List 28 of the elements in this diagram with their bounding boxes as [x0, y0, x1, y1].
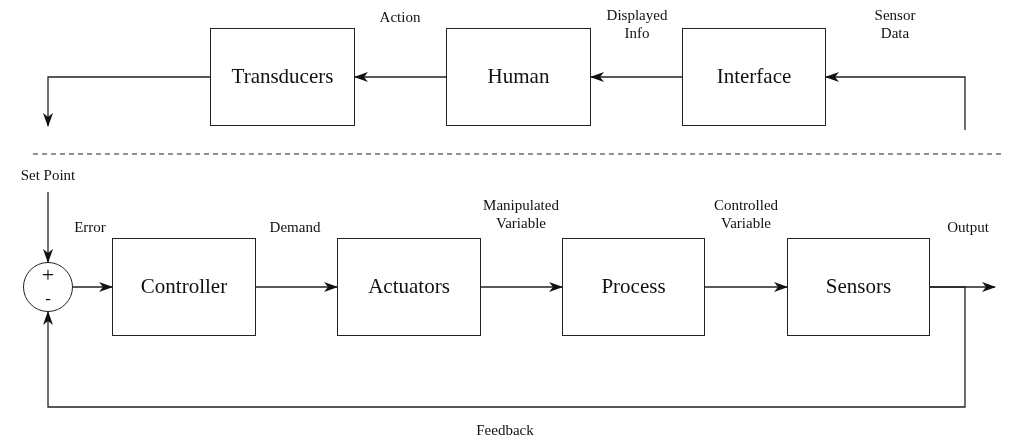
process-box	[682, 28, 826, 126]
process-box	[446, 28, 591, 126]
process-box	[112, 238, 256, 336]
summing-junction	[23, 262, 73, 312]
box-label: Process	[601, 275, 666, 299]
input-label: Set Point	[8, 166, 88, 184]
arrow	[704, 282, 788, 292]
arrow	[43, 191, 53, 263]
process-box	[337, 238, 481, 336]
arrow	[72, 282, 113, 292]
process-box	[210, 28, 355, 126]
box-label: Sensors	[825, 275, 892, 299]
box-label: Actuators	[368, 275, 450, 299]
sign-label: +	[41, 264, 55, 286]
box-label: Controller	[140, 275, 228, 299]
process-box	[787, 238, 930, 336]
arrow	[255, 282, 338, 292]
arrow	[480, 282, 563, 292]
arrow	[354, 72, 447, 82]
process-box	[562, 238, 705, 336]
arrow	[43, 76, 211, 127]
box-label: Transducers	[231, 65, 334, 89]
box-label: Interface	[716, 65, 792, 89]
arrow	[43, 286, 966, 408]
box-label: Human	[487, 65, 550, 89]
sign-label: -	[45, 290, 51, 307]
arrow	[825, 72, 966, 131]
arrow	[590, 72, 683, 82]
